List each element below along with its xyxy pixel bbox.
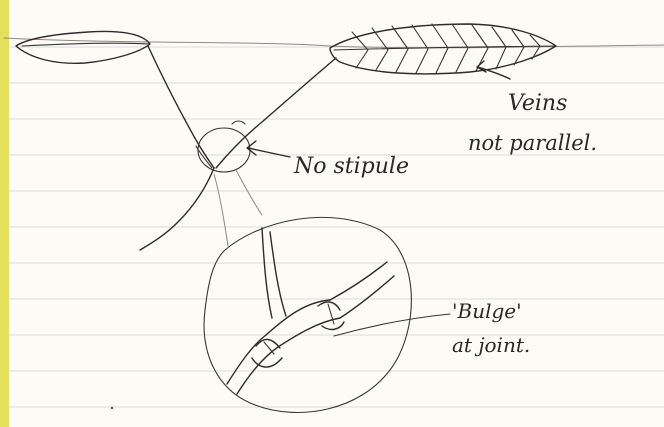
- bulge-label-line1: 'Bulge': [452, 299, 522, 323]
- veins-label-line2: not parallel.: [468, 131, 597, 155]
- veins-label-line1: Veins: [508, 91, 567, 116]
- bulge-label-line2: at joint.: [452, 333, 530, 357]
- zoom-connector: [214, 174, 228, 246]
- main-stem: [140, 168, 214, 250]
- arrow-to-leaf: [477, 61, 510, 79]
- node-circle: [198, 128, 250, 172]
- margin-strip: [0, 0, 9, 427]
- no-stipule-label: No stipule: [293, 154, 409, 179]
- bulge-pointer: [334, 314, 450, 336]
- pencil-dot: [111, 407, 113, 409]
- left-leaf: [16, 31, 214, 168]
- zoom-detail: [204, 217, 450, 412]
